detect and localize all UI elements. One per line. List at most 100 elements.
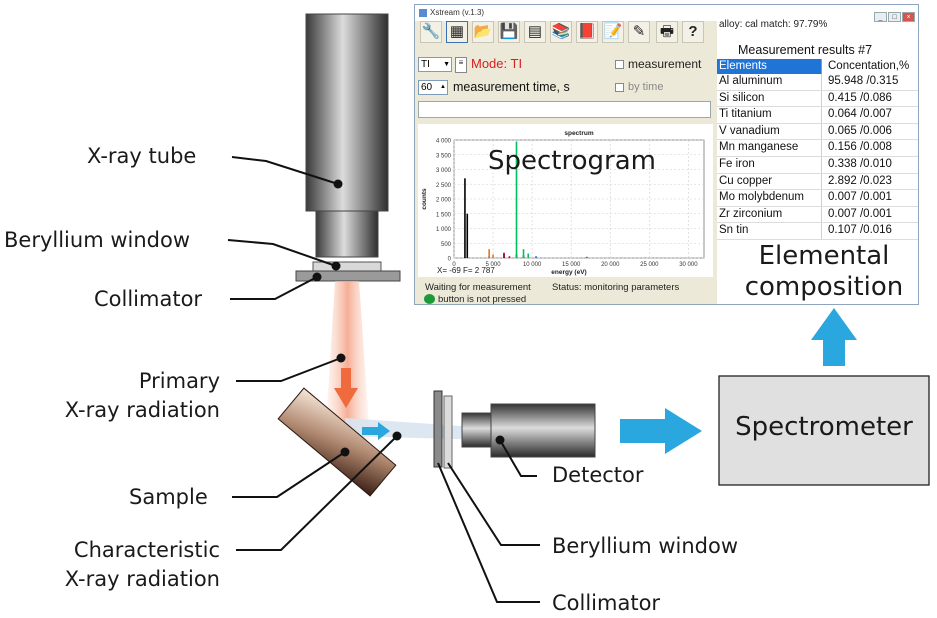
minimize-icon[interactable]: _	[874, 12, 887, 22]
status-text: Status: monitoring parameters	[552, 282, 680, 293]
y-tick-label: 0	[448, 257, 452, 263]
print-icon[interactable]: 🖶	[656, 21, 678, 43]
library-icon[interactable]: 📚	[550, 21, 572, 43]
status-button: button is not pressed	[438, 294, 527, 305]
y-tick-label: 4 000	[436, 139, 452, 145]
xray-tube-nozzle	[315, 210, 379, 258]
element-name: Ti titanium	[717, 107, 822, 123]
element-name: Sn tin	[717, 223, 822, 239]
table-row[interactable]: Cu copper 2.892 /0.023	[717, 173, 918, 191]
header-concentration[interactable]: Concentation,%	[822, 59, 918, 74]
mode-select[interactable]: TI▼	[418, 57, 452, 72]
header-elements[interactable]: Elements	[717, 59, 822, 74]
label-characteristic-line1: Characteristic	[73, 538, 220, 562]
calculator-icon[interactable]: ▦	[446, 21, 468, 43]
xray-tube-body	[305, 13, 389, 212]
table-row[interactable]: Mo molybdenum 0.007 /0.001	[717, 190, 918, 207]
label-characteristic-line2: X-ray radiation	[64, 567, 220, 591]
time-spinner[interactable]: 60 ▲	[418, 80, 448, 95]
by-time-checkbox[interactable]: by time	[615, 81, 663, 93]
element-concentration: 0.107 /0.016	[828, 224, 892, 237]
y-tick-label: 500	[441, 242, 452, 248]
label-detector: Detector	[552, 463, 644, 487]
element-name: Fe iron	[717, 156, 822, 173]
label-primary-line2: X-ray radiation	[64, 398, 220, 422]
element-concentration: 0.064 /0.007	[828, 108, 892, 121]
time-value: 60	[421, 82, 433, 93]
time-label: measurement time, s	[453, 80, 570, 94]
sample-block	[277, 387, 397, 497]
tool-icon[interactable]: 🔧	[420, 21, 442, 43]
x-tick-label: 5 000	[486, 262, 502, 268]
x-tick-label: 20 000	[601, 262, 620, 268]
save-icon[interactable]: 💾	[498, 21, 520, 43]
characteristic-arrow	[362, 422, 390, 440]
measurement-checkbox[interactable]: measurement	[615, 57, 701, 71]
label-spectrometer: Spectrometer	[735, 412, 913, 442]
status-light-icon	[424, 294, 435, 304]
element-name: Al aluminum	[717, 74, 822, 90]
label-elemental-line2: composition	[744, 272, 904, 302]
table-row[interactable]: Sn tin 0.107 /0.016	[717, 223, 918, 240]
label-beryllium-window-bottom: Beryllium window	[552, 534, 739, 558]
beryllium-window-bottom	[443, 395, 453, 469]
mode-settings-icon[interactable]: ≡	[455, 57, 467, 73]
label-elemental-line1: Elemental	[758, 241, 890, 271]
label-primary-line1: Primary	[138, 369, 220, 393]
detector-nozzle	[461, 412, 493, 448]
y-tick-label: 2 500	[436, 183, 452, 189]
element-name: Cu copper	[717, 173, 822, 190]
element-name: Mn manganese	[717, 140, 822, 156]
beryllium-window-top	[312, 261, 382, 272]
element-concentration: 0.156 /0.008	[828, 141, 892, 154]
x-tick-label: 15 000	[562, 262, 581, 268]
label-spectrogram: Spectrogram	[488, 146, 656, 176]
help-icon[interactable]: ?	[682, 21, 704, 43]
table-icon[interactable]: ▤	[524, 21, 546, 43]
table-row[interactable]: Mn manganese 0.156 /0.008	[717, 140, 918, 157]
element-concentration: 0.007 /0.001	[828, 207, 892, 220]
label-collimator-top: Collimator	[94, 287, 203, 311]
measurement-checkbox-label: measurement	[628, 57, 702, 71]
books-icon[interactable]: 📕	[576, 21, 598, 43]
maximize-icon[interactable]: □	[888, 12, 901, 22]
spectrometer-box	[718, 375, 930, 486]
close-icon[interactable]: ×	[902, 12, 915, 22]
chevron-down-icon: ▼	[443, 61, 450, 68]
measurement-checkbox-box[interactable]	[615, 60, 624, 70]
x-axis-label: energy (eV)	[551, 269, 586, 276]
cursor-readout: X= -69 F= 2 787	[437, 266, 495, 275]
alloy-match: alloy: cal match: 97.79%	[719, 19, 828, 30]
app-icon	[419, 9, 427, 17]
label-beryllium-window-top: Beryllium window	[4, 228, 191, 252]
y-tick-label: 3 500	[436, 153, 452, 159]
element-concentration: 2.892 /0.023	[828, 174, 892, 187]
element-name: V vanadium	[717, 123, 822, 140]
element-concentration: 0.007 /0.001	[828, 191, 892, 204]
collimator-bottom	[433, 390, 443, 468]
table-row[interactable]: Zr zirconium 0.007 /0.001	[717, 206, 918, 224]
table-row[interactable]: Ti titanium 0.064 /0.007	[717, 107, 918, 124]
table-row[interactable]: V vanadium 0.065 /0.006	[717, 123, 918, 141]
by-time-label: by time	[628, 81, 664, 93]
element-name: Zr zirconium	[717, 206, 822, 223]
primary-beam	[325, 281, 370, 440]
results-title: Measurement results #7	[738, 43, 873, 57]
element-name: Mo molybdenum	[717, 190, 822, 206]
leader-lines	[227, 156, 540, 603]
spectrum-edit-icon[interactable]: ✎	[628, 21, 650, 43]
edit-icon[interactable]: 📝	[602, 21, 624, 43]
results-header: Elements Concentation,%	[717, 59, 918, 74]
element-concentration: 0.065 /0.006	[828, 124, 892, 137]
element-concentration: 0.415 /0.086	[828, 91, 892, 104]
by-time-checkbox-box[interactable]	[615, 82, 624, 92]
spinner-icon: ▲	[440, 84, 446, 90]
label-collimator-bottom: Collimator	[552, 591, 661, 615]
open-folder-icon[interactable]: 📂	[472, 21, 494, 43]
